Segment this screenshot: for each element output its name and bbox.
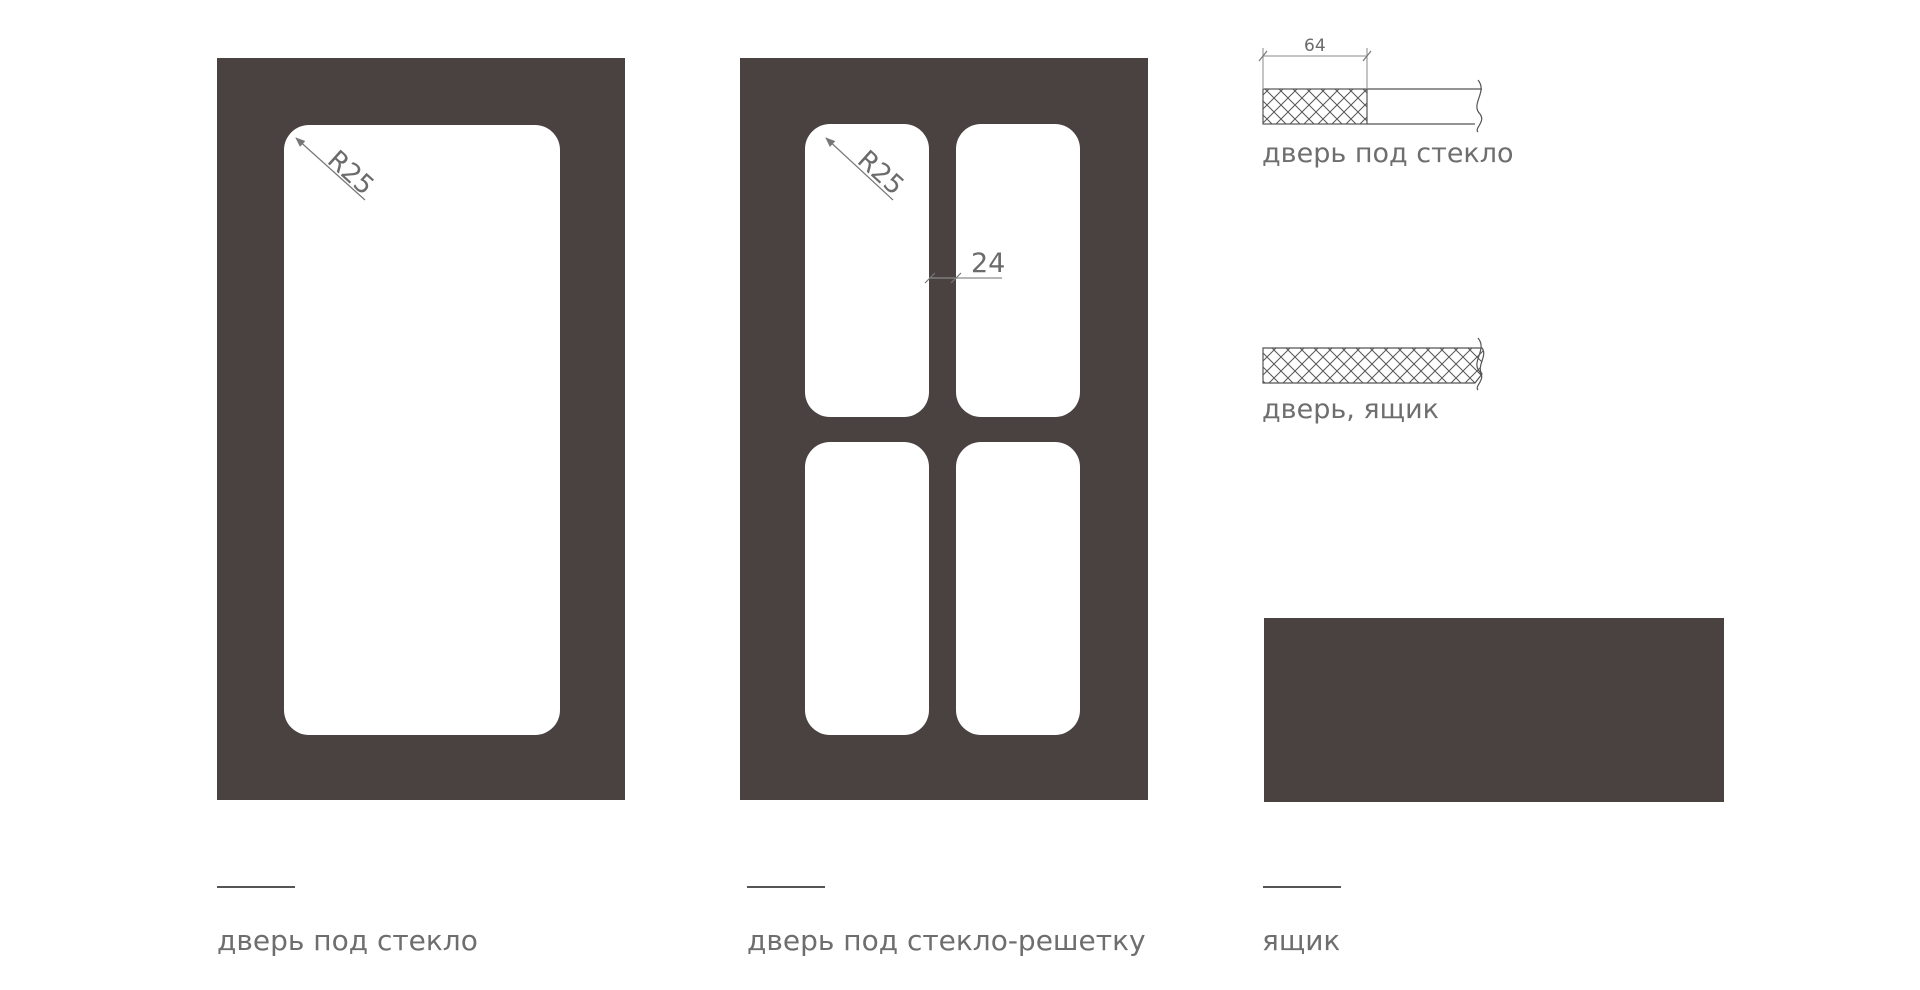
- profile-glass-width-label: 64: [1304, 36, 1326, 56]
- profile-glass-caption: дверь под стекло: [1262, 138, 1514, 169]
- door-grid-panel: [740, 58, 1148, 800]
- profile-glass-break-line: [1476, 79, 1483, 133]
- profile-solid-hatched-section: [1262, 347, 1485, 384]
- door-grid-mullion-label: 24: [971, 248, 1005, 279]
- drawer-panel: [1264, 618, 1724, 802]
- door-grid-mullion-dimension: 24: [924, 248, 1005, 284]
- profile-solid-caption: дверь, ящик: [1262, 394, 1439, 425]
- drawer-caption: ящик: [1262, 924, 1341, 957]
- door-grid-drawing: R25 24: [740, 58, 1148, 800]
- profile-solid-break-line: [1476, 337, 1483, 391]
- door-glass-panel: [217, 58, 625, 800]
- drawer-caption-divider: [1263, 886, 1341, 888]
- profile-glass-drawing: 64: [1258, 36, 1483, 133]
- profile-solid-drawing: [1262, 337, 1485, 391]
- door-glass-drawing: R25: [217, 58, 625, 800]
- door-grid-caption: дверь под стекло-решетку: [747, 924, 1146, 957]
- door-glass-caption: дверь под стекло: [217, 924, 478, 957]
- door-glass-caption-divider: [217, 886, 295, 888]
- profile-glass-hatched-section: [1262, 88, 1368, 125]
- door-grid-caption-divider: [747, 886, 825, 888]
